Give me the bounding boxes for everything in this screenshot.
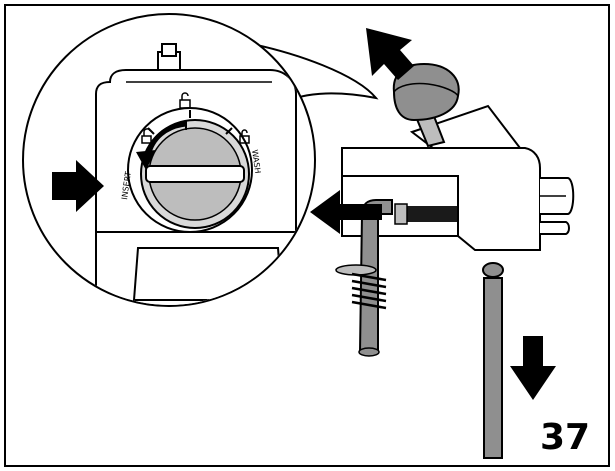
label-insert: INSERT <box>120 171 133 200</box>
arrow-down-icon <box>510 336 556 400</box>
selector-dial <box>127 92 253 233</box>
arrow-up-left-icon <box>366 28 414 80</box>
arrow-right-icon <box>52 160 104 212</box>
vertical-rod <box>482 262 504 459</box>
lock-icon <box>239 129 250 144</box>
bent-pipe <box>335 199 393 357</box>
step-number: 37 <box>540 417 591 458</box>
rotate-ccw-icon <box>136 120 187 170</box>
arrow-left-icon <box>310 190 382 234</box>
label-wash: WASH <box>250 149 262 174</box>
unlock-icon <box>141 128 152 144</box>
lock-icon <box>179 92 191 109</box>
release-knob <box>392 62 460 148</box>
